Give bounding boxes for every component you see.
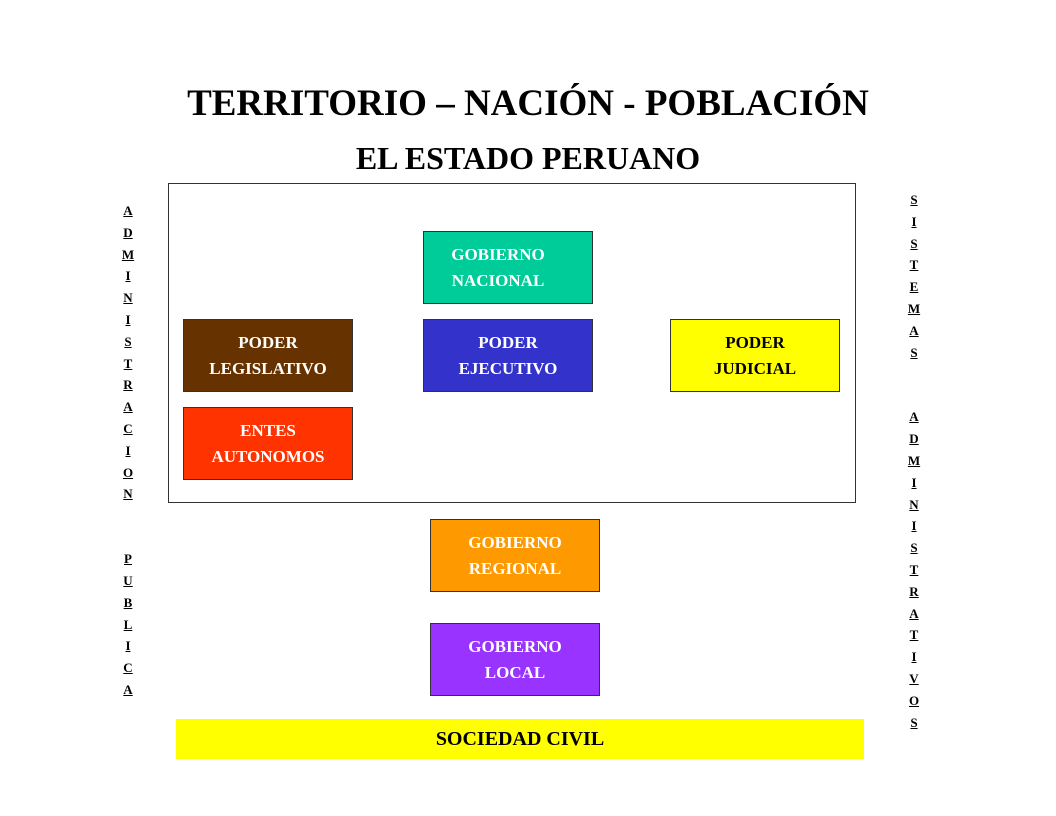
gobierno-regional-label: GOBIERNO REGIONAL: [468, 532, 562, 578]
main-title: TERRITORIO – NACIÓN - POBLACIÓN: [187, 83, 869, 124]
gobierno-nacional-box: GOBIERNO NACIONAL: [423, 231, 593, 304]
poder-legislativo-box: PODER LEGISLATIVO: [183, 319, 353, 392]
gobierno-local-label: GOBIERNO LOCAL: [468, 636, 562, 682]
poder-ejecutivo-box: PODER EJECUTIVO: [423, 319, 593, 392]
subtitle: EL ESTADO PERUANO: [355, 140, 701, 176]
poder-judicial-label: PODER JUDICIAL: [713, 332, 797, 378]
gobierno-nacional-label: GOBIERNO NACIONAL: [451, 244, 545, 290]
poder-legislativo-label: PODER LEGISLATIVO: [209, 332, 327, 378]
estado-frame: [168, 183, 856, 503]
sociedad-civil-label: SOCIEDAD CIVIL: [435, 727, 605, 750]
gobierno-regional-box: GOBIERNO REGIONAL: [430, 519, 600, 592]
gobierno-local-box: GOBIERNO LOCAL: [430, 623, 600, 696]
entes-autonomos-label: ENTES AUTONOMOS: [211, 420, 325, 466]
poder-judicial-box: PODER JUDICIAL: [670, 319, 840, 392]
entes-autonomos-box: ENTES AUTONOMOS: [183, 407, 353, 480]
poder-ejecutivo-label: PODER EJECUTIVO: [458, 332, 558, 378]
sociedad-civil-bar: SOCIEDAD CIVIL: [176, 719, 864, 759]
